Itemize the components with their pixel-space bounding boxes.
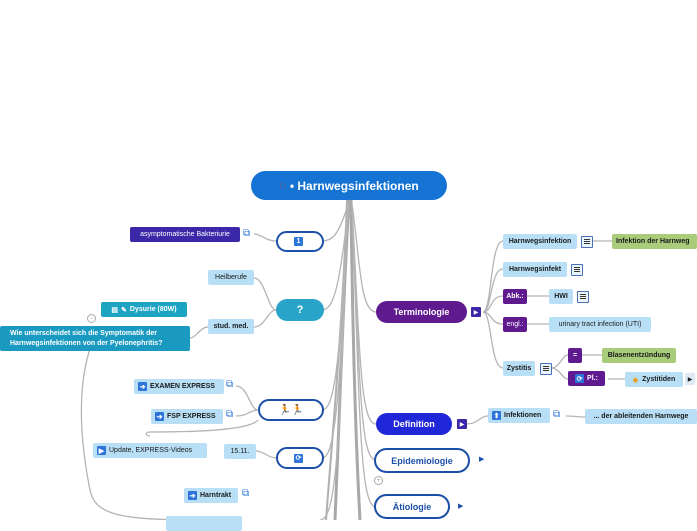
plural-label[interactable]: ⟳ Pl.: [568, 371, 605, 386]
equals-label[interactable]: = [568, 348, 582, 363]
runner-icon: 🏃 [291, 404, 304, 416]
refresh-icon: ⟳ [575, 374, 585, 383]
expand-arrow-icon[interactable]: ▶ [685, 373, 695, 385]
notes-icon[interactable] [571, 264, 583, 276]
diamond-icon: ◆ [632, 376, 639, 384]
express-topic[interactable]: 🏃 🏃 [258, 399, 324, 421]
book-icon: ▤ [111, 306, 119, 314]
notes-icon[interactable] [540, 363, 552, 375]
update-videos-label[interactable]: ▶ Update, EXPRESS-Videos [93, 443, 207, 458]
external-link-icon[interactable]: ⧉ [242, 488, 250, 499]
definition-topic[interactable]: Definition [376, 413, 452, 435]
engl-label[interactable]: engl.: [503, 317, 527, 332]
zystitiden-label[interactable]: ◆ Zystitiden [625, 372, 683, 387]
bacteriuria-label[interactable]: asymptomatische Bakteriurie [130, 227, 240, 242]
arrow-up-icon: ⬆ [492, 411, 501, 420]
stud-med-label[interactable]: stud. med. [208, 319, 254, 334]
refresh-icon: ⟳ [294, 453, 303, 463]
expand-arrow-icon[interactable]: ▶ [457, 419, 467, 429]
expand-arrow-icon[interactable]: ▶ [471, 307, 481, 317]
runner-icon: 🏃 [278, 404, 291, 416]
harnwegsinfektion-label[interactable]: Harnwegsinfektion [503, 234, 577, 249]
blasenentzuendung-label[interactable]: Blasenentzündung [602, 348, 676, 363]
notes-icon[interactable] [577, 291, 589, 303]
external-link-icon[interactable]: ⧉ [226, 409, 234, 420]
hwi-label[interactable]: HWI [549, 289, 573, 304]
arrow-right-icon: ➔ [138, 382, 147, 391]
update-topic[interactable]: ⟳ [276, 447, 324, 469]
connector-lines [80, 199, 625, 520]
external-link-icon[interactable]: ⧉ [553, 409, 561, 420]
play-icon: ▶ [97, 446, 106, 455]
heilberufe-label[interactable]: Heilberufe [208, 270, 254, 285]
arrow-right-icon: ➔ [188, 491, 197, 500]
terminologie-topic[interactable]: Terminologie [376, 301, 467, 323]
uti-label[interactable]: urinary tract infection (UTI) [549, 317, 651, 332]
question-topic[interactable]: ? [276, 299, 324, 321]
partial-label[interactable] [166, 516, 242, 531]
arrow-right-icon: ➔ [155, 412, 164, 421]
epidemiologie-topic[interactable]: Epidemiologie [374, 448, 470, 473]
harntrakt-label[interactable]: ➔ Harntrakt [184, 488, 238, 503]
abk-label[interactable]: Abk.: [503, 289, 527, 304]
question-text-box[interactable]: Wie unterscheidet sich die Symptomatik d… [0, 326, 190, 351]
harnwegsinfektion-definition[interactable]: Infektion der Harnweg [612, 234, 697, 249]
aetiologie-topic[interactable]: Ätiologie [374, 494, 450, 519]
collapse-icon[interactable]: − [87, 314, 96, 323]
root-title: • Harnwegsinfektionen [289, 178, 419, 193]
date-label[interactable]: 15.11. [224, 444, 256, 459]
infektionen-label[interactable]: ⬆ Infektionen [488, 408, 550, 423]
pill-icon: ✎ [121, 306, 127, 314]
number-one-icon: 1 [294, 237, 303, 246]
zystitis-label[interactable]: Zystitis [503, 361, 535, 376]
target-icon: ◌ [279, 179, 286, 192]
dysurie-label[interactable]: ▤ ✎ Dysurie (80W) [101, 302, 187, 317]
external-link-icon[interactable]: ⧉ [243, 228, 251, 239]
expand-arrow-icon[interactable]: ▶ [458, 503, 464, 510]
root-topic[interactable]: ◌ • Harnwegsinfektionen [251, 171, 447, 200]
collapse-icon[interactable]: + [374, 476, 383, 485]
harnwege-label[interactable]: ... der ableitenden Harnwege [585, 409, 697, 424]
examen-express-label[interactable]: ➔ EXAMEN EXPRESS [134, 379, 224, 394]
notes-icon[interactable] [581, 236, 593, 248]
fsp-express-label[interactable]: ➔ FSP EXPRESS [151, 409, 223, 424]
harnwegsinfekt-label[interactable]: Harnwegsinfekt [503, 262, 567, 277]
external-link-icon[interactable]: ⧉ [226, 379, 234, 390]
bacteriuria-topic[interactable]: 1 [276, 231, 324, 252]
expand-arrow-icon[interactable]: ▶ [479, 456, 485, 463]
